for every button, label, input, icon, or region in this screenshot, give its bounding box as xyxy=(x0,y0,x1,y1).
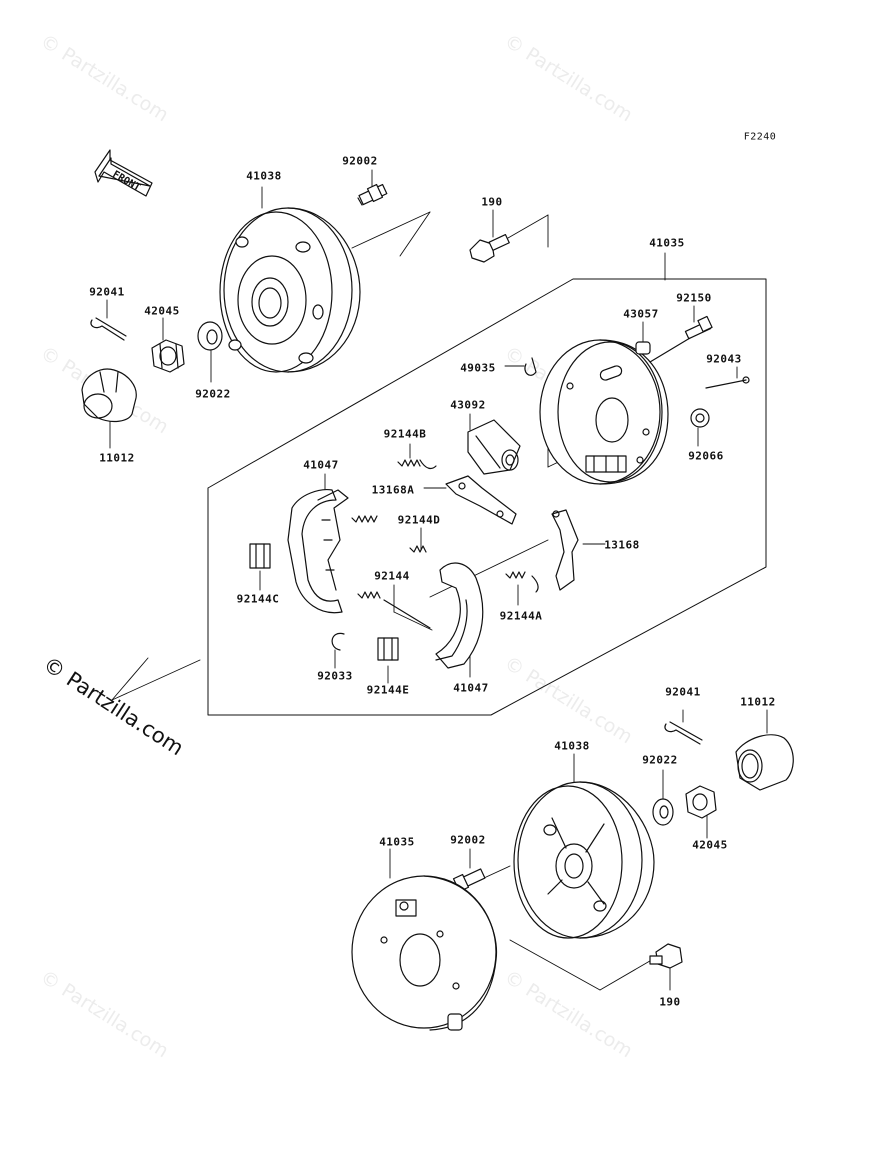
part-label-92002-bottom[interactable]: 92002 xyxy=(450,833,486,847)
snap-ring xyxy=(331,632,345,651)
figure-code: F2240 xyxy=(743,131,777,143)
pin xyxy=(705,376,750,389)
part-label-13168[interactable]: 13168 xyxy=(604,538,640,552)
bleeder-bolt-top xyxy=(469,233,510,263)
part-label-11012-right[interactable]: 11012 xyxy=(740,695,776,709)
part-label-92144e[interactable]: 92144E xyxy=(366,683,410,697)
plug xyxy=(635,341,651,355)
part-label-190-bottom[interactable]: 190 xyxy=(659,995,681,1009)
cotter-pin-left xyxy=(90,317,127,341)
adjuster-13168 xyxy=(551,509,579,591)
part-label-41047-right[interactable]: 41047 xyxy=(453,681,489,695)
brake-drum-top xyxy=(219,207,361,373)
retainer-92144c xyxy=(249,543,271,569)
washer-right xyxy=(652,798,674,826)
part-label-41047[interactable]: 41047 xyxy=(303,458,339,472)
part-label-42045-right[interactable]: 42045 xyxy=(692,838,728,852)
part-label-92144[interactable]: 92144 xyxy=(374,569,410,583)
clip xyxy=(524,357,537,376)
dust-cap-left xyxy=(81,368,137,423)
bolt-top xyxy=(357,183,388,206)
backing-plate-bottom xyxy=(351,875,498,1031)
grommet xyxy=(690,408,710,428)
bolt-bottom xyxy=(452,868,486,893)
spring-92144 xyxy=(357,591,431,629)
part-label-92041-right[interactable]: 92041 xyxy=(665,685,701,699)
part-label-41035-bottom[interactable]: 41035 xyxy=(379,835,415,849)
part-label-43092[interactable]: 43092 xyxy=(450,398,486,412)
wheel-cylinder xyxy=(467,419,521,475)
part-label-92144b[interactable]: 92144B xyxy=(383,427,427,441)
part-label-92033[interactable]: 92033 xyxy=(317,669,353,683)
part-label-41038[interactable]: 41038 xyxy=(246,169,282,183)
spring-92144a xyxy=(505,571,539,593)
washer-left xyxy=(197,321,223,351)
castle-nut-right xyxy=(685,785,717,819)
lever-13168a xyxy=(445,475,517,525)
part-label-41038-bottom[interactable]: 41038 xyxy=(554,739,590,753)
part-label-92144c[interactable]: 92144C xyxy=(236,592,280,606)
backing-plate-top xyxy=(539,339,669,485)
part-label-92022-right[interactable]: 92022 xyxy=(642,753,678,767)
part-label-92041[interactable]: 92041 xyxy=(89,285,125,299)
part-label-190[interactable]: 190 xyxy=(481,195,503,209)
bleeder-bolt-bottom xyxy=(649,943,683,969)
part-label-11012[interactable]: 11012 xyxy=(99,451,135,465)
spring-92144d xyxy=(351,515,427,553)
part-label-49035[interactable]: 49035 xyxy=(460,361,496,375)
part-label-92043[interactable]: 92043 xyxy=(706,352,742,366)
retainer-92144e xyxy=(377,637,399,661)
part-label-92066[interactable]: 92066 xyxy=(688,449,724,463)
part-label-92144d[interactable]: 92144D xyxy=(397,513,441,527)
dust-cap-right xyxy=(735,734,794,791)
part-label-92002[interactable]: 92002 xyxy=(342,154,378,168)
part-label-42045[interactable]: 42045 xyxy=(144,304,180,318)
part-label-43057[interactable]: 43057 xyxy=(623,307,659,321)
group-outline xyxy=(207,278,767,716)
part-label-41035[interactable]: 41035 xyxy=(649,236,685,250)
leader-lines xyxy=(106,169,768,991)
cotter-pin-right xyxy=(664,721,703,745)
part-label-13168a[interactable]: 13168A xyxy=(371,483,415,497)
brake-shoe-left xyxy=(287,489,349,614)
part-label-92150[interactable]: 92150 xyxy=(676,291,712,305)
brake-shoe-right xyxy=(435,562,484,669)
brake-drum-bottom xyxy=(513,781,655,939)
part-label-92144a[interactable]: 92144A xyxy=(499,609,543,623)
front-arrow-icon: FRONT xyxy=(94,149,153,197)
bolt-92150 xyxy=(649,315,713,363)
castle-nut-left xyxy=(151,339,185,373)
spring-92144b xyxy=(397,459,437,470)
part-label-92022[interactable]: 92022 xyxy=(195,387,231,401)
